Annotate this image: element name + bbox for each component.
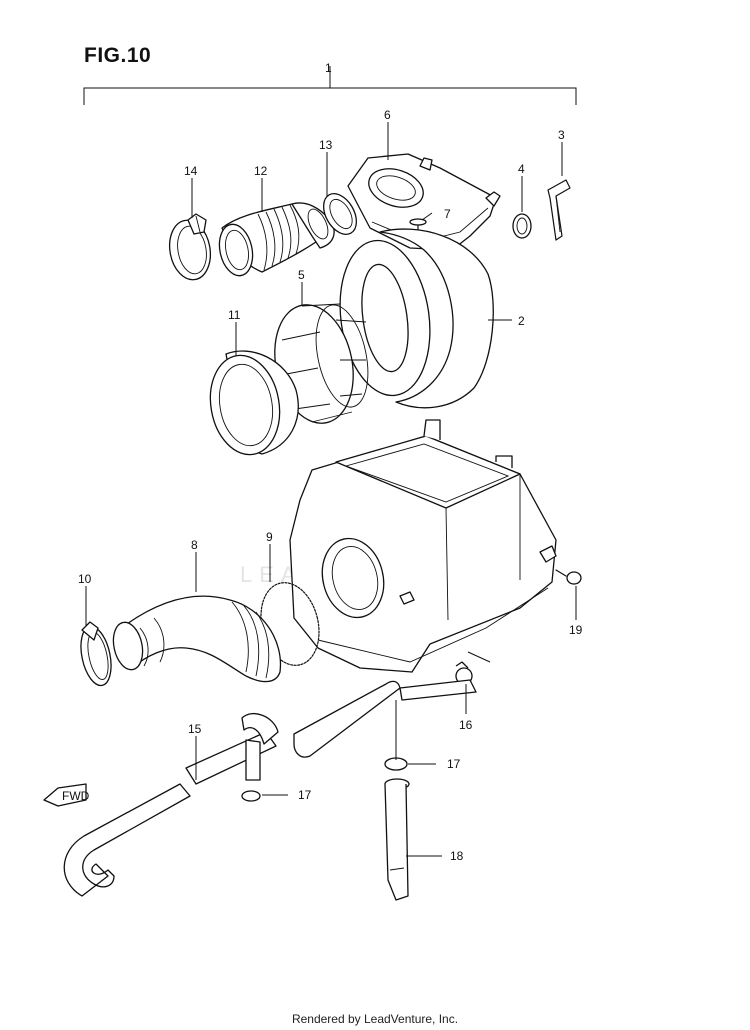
callout-18[interactable]: 18 <box>450 849 464 863</box>
callout-10[interactable]: 10 <box>78 572 92 586</box>
assembly-bracket <box>83 78 577 105</box>
callout-17-left[interactable]: 17 <box>298 788 312 802</box>
callout-17-right[interactable]: 17 <box>447 757 461 771</box>
callout-8[interactable]: 8 <box>191 538 198 552</box>
air-cleaner-case[interactable] <box>289 419 557 673</box>
callout-5[interactable]: 5 <box>298 268 305 282</box>
callout-12[interactable]: 12 <box>254 164 268 178</box>
footer-credit: Rendered by LeadVenture, Inc. <box>291 1012 459 1026</box>
part-12-inlet-duct[interactable] <box>215 202 335 279</box>
callout-2[interactable]: 2 <box>518 314 525 328</box>
callout-4[interactable]: 4 <box>518 162 525 176</box>
part-2-air-filter-element[interactable] <box>331 228 494 409</box>
callout-6[interactable]: 6 <box>384 108 391 122</box>
fwd-label: FWD <box>62 789 90 803</box>
part-15-breather-hose[interactable] <box>63 679 477 897</box>
callout-labels: 1 2 3 4 5 6 7 8 9 10 11 12 13 14 15 16 1… <box>78 61 583 863</box>
callout-16[interactable]: 16 <box>459 718 473 732</box>
callout-1[interactable]: 1 <box>325 61 332 75</box>
part-19-bolt[interactable] <box>555 569 582 585</box>
callout-7[interactable]: 7 <box>444 207 451 221</box>
part-10-clamp[interactable] <box>76 621 116 688</box>
callout-14[interactable]: 14 <box>184 164 198 178</box>
part-17-clip-lower-left[interactable] <box>241 790 261 802</box>
part-11-filter-ring[interactable] <box>203 350 299 460</box>
figure-title: FIG.10 <box>84 44 152 67</box>
fwd-arrow-icon: FWD <box>43 783 90 807</box>
callout-19[interactable]: 19 <box>569 623 583 637</box>
part-13-gasket-ring[interactable] <box>317 188 363 240</box>
callout-15[interactable]: 15 <box>188 722 202 736</box>
callout-3[interactable]: 3 <box>558 128 565 142</box>
leader-lines <box>85 66 577 857</box>
part-4-seal[interactable] <box>512 213 532 239</box>
part-6-cover[interactable] <box>347 153 501 251</box>
callout-11[interactable]: 11 <box>228 308 241 322</box>
part-8-outlet-tube[interactable] <box>109 595 282 683</box>
part-18-drain-tube[interactable] <box>384 778 410 901</box>
callout-13[interactable]: 13 <box>319 138 333 152</box>
part-3-clip[interactable] <box>547 179 571 241</box>
callout-9[interactable]: 9 <box>266 530 273 544</box>
part-14-clamp[interactable] <box>165 213 215 283</box>
